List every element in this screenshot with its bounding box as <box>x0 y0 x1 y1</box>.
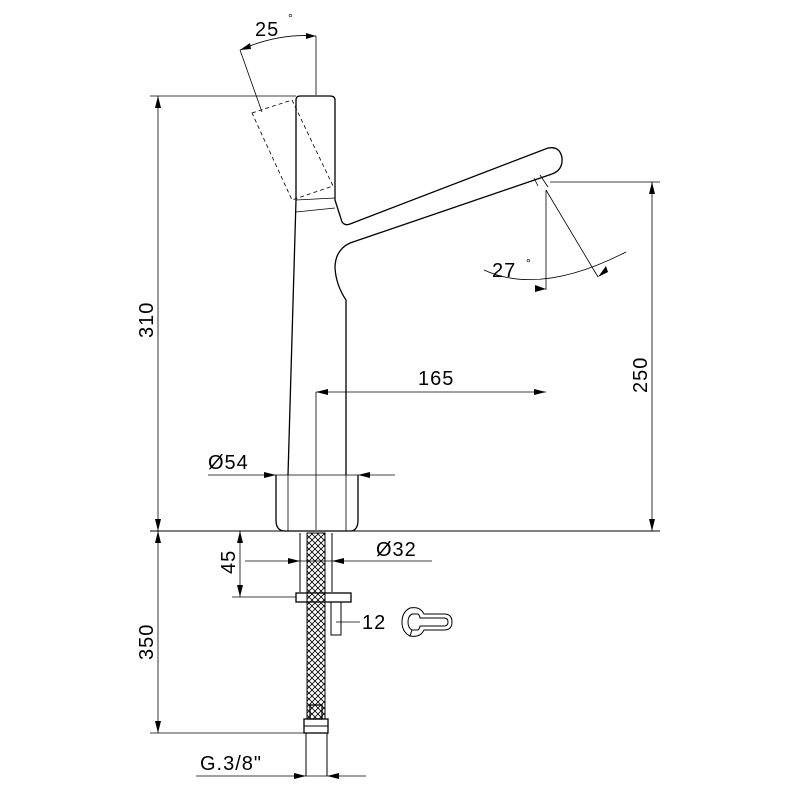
fixing-stud <box>330 601 342 636</box>
body-diameter-label: Ø54 <box>208 452 249 474</box>
wrench-icon <box>401 607 453 637</box>
dimension-total-height: 310 <box>136 95 296 531</box>
dimension-spout-height: 250 <box>550 181 660 531</box>
shank-diameter-label: Ø32 <box>376 539 417 561</box>
dimension-body-diameter: Ø54 <box>208 452 395 478</box>
faucet-body <box>150 95 660 532</box>
supply-hose <box>295 532 352 776</box>
spout-reach-label: 165 <box>418 368 454 390</box>
hose-length-label: 350 <box>136 624 158 660</box>
handle-rotated-outline <box>251 99 334 201</box>
angle-handle-unit: ° <box>288 11 294 25</box>
dimension-spout-reach: 165 <box>316 368 546 395</box>
angle-spout-unit: ° <box>526 256 532 270</box>
dimension-hose-thread: G.3/8" <box>196 753 366 779</box>
dimension-angle-handle: 25 ° <box>239 11 317 113</box>
base-flange <box>275 475 359 532</box>
handle-divider <box>295 197 336 201</box>
spout-height-label: 250 <box>630 357 652 393</box>
shank-length-label: 45 <box>218 550 240 574</box>
hose-thread-label: G.3/8" <box>200 753 262 775</box>
aerator <box>539 174 549 188</box>
dimension-angle-spout: 27 ° <box>483 189 627 292</box>
dimension-hose-length: 350 <box>136 531 304 734</box>
dimension-shank-diameter: Ø32 <box>245 539 432 564</box>
dimension-shank-length: 45 <box>218 531 296 598</box>
faucet-column <box>287 95 563 476</box>
angle-handle-label: 25 <box>255 19 279 41</box>
dimension-wrench-size: 12 <box>336 607 453 637</box>
fixing-nut <box>295 592 352 603</box>
wrench-size-label: 12 <box>362 612 386 634</box>
angle-spout-label: 27 <box>492 260 516 282</box>
total-height-label: 310 <box>136 302 158 338</box>
